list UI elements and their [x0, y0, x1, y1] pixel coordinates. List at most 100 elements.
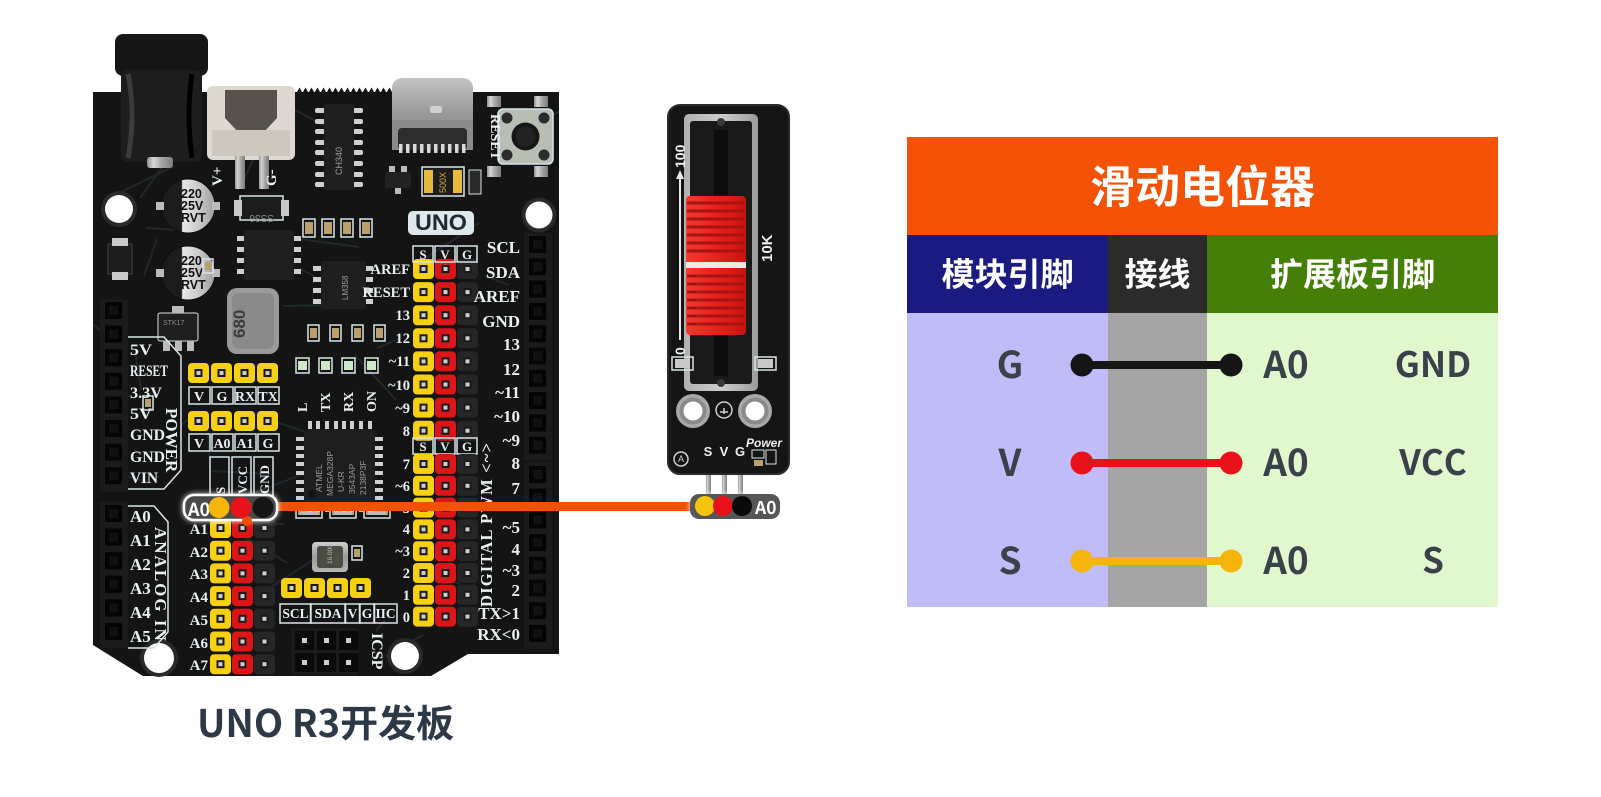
svg-text:ATMEL: ATMEL — [314, 464, 324, 492]
svg-text:680: 680 — [230, 310, 249, 338]
svg-text:220: 220 — [181, 254, 202, 268]
svg-text:V+: V+ — [210, 167, 226, 186]
svg-text:RX: RX — [235, 390, 255, 405]
svg-text:100: 100 — [672, 144, 688, 168]
svg-text:ICSP: ICSP — [368, 633, 385, 670]
svg-text:RESET: RESET — [362, 285, 410, 301]
svg-text:A7: A7 — [190, 658, 209, 674]
svg-text:A3: A3 — [190, 567, 208, 583]
svg-text:A0: A0 — [213, 437, 230, 452]
svg-text:12: 12 — [396, 331, 411, 347]
svg-text:RESET: RESET — [130, 363, 168, 380]
svg-text:S: S — [419, 247, 426, 262]
svg-text:V: V — [348, 606, 358, 621]
svg-text:V: V — [194, 390, 204, 405]
svg-text:Power: Power — [746, 436, 783, 450]
svg-text:4: 4 — [403, 522, 410, 538]
svg-text:A3: A3 — [130, 579, 151, 598]
svg-text:GND: GND — [482, 312, 520, 331]
svg-text:4: 4 — [512, 540, 521, 559]
svg-text:SCL: SCL — [282, 606, 308, 621]
svg-text:7: 7 — [403, 457, 410, 473]
svg-text:G: G — [462, 247, 472, 262]
svg-text:TX: TX — [258, 390, 277, 405]
svg-text:A4: A4 — [130, 603, 151, 622]
svg-text:GND: GND — [257, 465, 272, 494]
svg-text:G: G — [462, 439, 472, 454]
svg-text:MEGA328P: MEGA328P — [325, 451, 335, 496]
svg-text:G: G — [362, 606, 373, 621]
svg-text:8: 8 — [512, 454, 521, 473]
svg-text:500X: 500X — [438, 172, 448, 193]
svg-text:CH340: CH340 — [334, 147, 344, 175]
svg-text:ON: ON — [365, 391, 380, 412]
svg-text:RX: RX — [342, 392, 357, 412]
svg-text:GND: GND — [130, 449, 165, 466]
svg-text:AREF: AREF — [474, 287, 520, 306]
svg-text:~10: ~10 — [388, 378, 410, 394]
svg-text:~11: ~11 — [495, 383, 520, 402]
svg-text:16.000: 16.000 — [327, 544, 334, 564]
svg-text:13: 13 — [396, 308, 411, 324]
svg-text:A1: A1 — [236, 437, 253, 452]
svg-text:S: S — [213, 487, 228, 494]
svg-text:~10: ~10 — [494, 407, 520, 426]
svg-text:A2: A2 — [190, 545, 208, 561]
svg-text:~9: ~9 — [395, 401, 410, 417]
svg-text:2: 2 — [512, 581, 521, 600]
svg-text:A2: A2 — [130, 555, 151, 574]
svg-text:A6: A6 — [190, 636, 209, 652]
svg-text:~3: ~3 — [395, 544, 410, 560]
svg-text:~9: ~9 — [503, 431, 520, 450]
svg-text:RESET: RESET — [487, 114, 502, 161]
svg-text:A1: A1 — [130, 531, 151, 550]
svg-text:TX: TX — [319, 393, 334, 412]
svg-text:3.3V: 3.3V — [130, 385, 162, 402]
svg-text:UNO: UNO — [415, 210, 467, 235]
svg-text:VIN: VIN — [130, 470, 158, 487]
svg-text:G: G — [735, 444, 745, 459]
svg-text:POWER: POWER — [162, 408, 181, 473]
svg-text:25V: 25V — [181, 266, 204, 280]
svg-text:DIGITAL PWM <~>: DIGITAL PWM <~> — [477, 442, 496, 607]
svg-text:VCC: VCC — [235, 466, 250, 494]
svg-text:5V: 5V — [130, 406, 152, 423]
svg-text:SCL: SCL — [487, 238, 520, 257]
svg-text:A1: A1 — [190, 522, 208, 538]
svg-text:~6: ~6 — [395, 479, 410, 495]
svg-text:25V: 25V — [181, 199, 204, 213]
svg-text:U-KR: U-KR — [336, 471, 346, 492]
svg-text:V: V — [194, 437, 204, 452]
svg-text:S: S — [419, 439, 426, 454]
svg-text:V: V — [720, 444, 729, 459]
svg-text:5V: 5V — [130, 342, 152, 359]
svg-text:1: 1 — [403, 588, 410, 604]
svg-text:S: S — [704, 444, 713, 459]
svg-text:A5: A5 — [190, 613, 208, 629]
svg-text:~3: ~3 — [503, 561, 520, 580]
svg-text:V: V — [440, 247, 450, 262]
svg-text:220: 220 — [181, 187, 202, 201]
svg-text:LM358: LM358 — [341, 275, 350, 300]
svg-text:A5: A5 — [130, 627, 151, 646]
svg-text:0: 0 — [672, 347, 688, 355]
svg-text:SDA: SDA — [314, 606, 341, 621]
svg-text:~5: ~5 — [503, 518, 520, 537]
svg-text:ANALOG IN: ANALOG IN — [151, 527, 170, 643]
svg-text:RX<0: RX<0 — [477, 625, 520, 644]
svg-text:RVT: RVT — [181, 211, 206, 225]
svg-text:A: A — [678, 454, 684, 464]
svg-text:A0: A0 — [130, 507, 151, 526]
svg-text:12: 12 — [503, 360, 520, 379]
svg-text:TX>1: TX>1 — [478, 604, 520, 623]
svg-text:13: 13 — [503, 335, 520, 354]
svg-text:2138P3F: 2138P3F — [358, 461, 368, 496]
svg-text:RVT: RVT — [181, 278, 206, 292]
svg-text:3543AP: 3543AP — [347, 463, 357, 494]
svg-text:0: 0 — [403, 610, 410, 626]
svg-text:GND: GND — [130, 427, 165, 444]
svg-text:STK17: STK17 — [163, 320, 185, 327]
svg-text:IIC: IIC — [375, 606, 395, 621]
svg-text:A4: A4 — [190, 590, 209, 606]
svg-text:G: G — [217, 390, 228, 405]
